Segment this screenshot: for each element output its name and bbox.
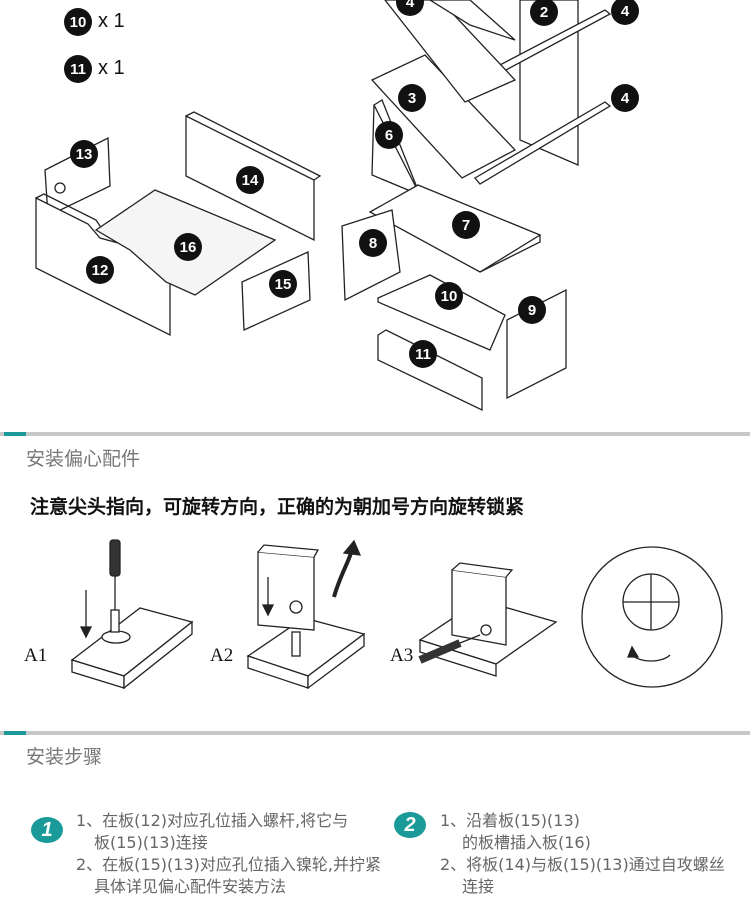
part-quantity: x 1 bbox=[98, 57, 125, 79]
part-label: 8 bbox=[359, 229, 387, 257]
part-label: 9 bbox=[518, 296, 546, 324]
step2-line: 连接 bbox=[462, 877, 495, 896]
part-label: 7 bbox=[452, 211, 480, 239]
section-divider bbox=[0, 731, 750, 735]
step-number-icon bbox=[394, 812, 426, 838]
part-label: 12 bbox=[86, 256, 114, 284]
part-label: 3 bbox=[398, 84, 426, 112]
panel-11-shape bbox=[377, 329, 483, 412]
step1-line: 板(15)(13)连接 bbox=[94, 833, 208, 852]
part-label: 2 bbox=[530, 0, 558, 26]
step2-line: 2、将板(14)与板(15)(13)通过自攻螺丝 bbox=[440, 855, 725, 874]
step1-line: 2、在板(15)(13)对应孔位插入镍轮,并拧紧 bbox=[76, 855, 381, 874]
part-label: 4 bbox=[396, 0, 424, 16]
panel-10-shape bbox=[377, 274, 506, 351]
stage-label-a3: A3 bbox=[390, 645, 414, 666]
part-label: 6 bbox=[375, 121, 403, 149]
part-label: 4 bbox=[611, 84, 639, 112]
step-number: 2 bbox=[404, 813, 416, 836]
part-label: 15 bbox=[269, 270, 297, 298]
step-number: 1 bbox=[41, 818, 53, 841]
section-divider bbox=[0, 432, 750, 436]
eccentric-steps-diagram bbox=[70, 539, 723, 690]
part-number-badge: 10 bbox=[64, 8, 92, 36]
step1-line: 具体详见偏心配件安装方法 bbox=[94, 877, 287, 896]
part-label: 4 bbox=[611, 0, 639, 25]
stage-label-a2: A2 bbox=[210, 645, 234, 666]
part-label: 10 bbox=[435, 282, 463, 310]
part-label: 14 bbox=[236, 166, 264, 194]
part-label: 11 bbox=[409, 340, 437, 368]
step-number-icon bbox=[31, 817, 63, 843]
part-number-badge: 11 bbox=[64, 55, 92, 83]
step2-line: 1、沿着板(15)(13) bbox=[440, 811, 580, 830]
stage-label-a1: A1 bbox=[24, 645, 48, 666]
step2-line: 的板槽插入板(16) bbox=[462, 833, 591, 852]
section-title-eccentric: 安装偏心配件 bbox=[26, 448, 141, 470]
assembly-notice: 注意尖头指向，可旋转方向，正确的为朝加号方向旋转锁紧 bbox=[30, 496, 525, 518]
section-title-steps: 安装步骤 bbox=[26, 746, 103, 768]
step1-line: 1、在板(12)对应孔位插入螺杆,将它与 bbox=[76, 811, 349, 830]
part-label: 16 bbox=[174, 233, 202, 261]
part-quantity: x 1 bbox=[98, 10, 125, 32]
part-label: 13 bbox=[70, 140, 98, 168]
panel-2-shape bbox=[519, 0, 579, 166]
